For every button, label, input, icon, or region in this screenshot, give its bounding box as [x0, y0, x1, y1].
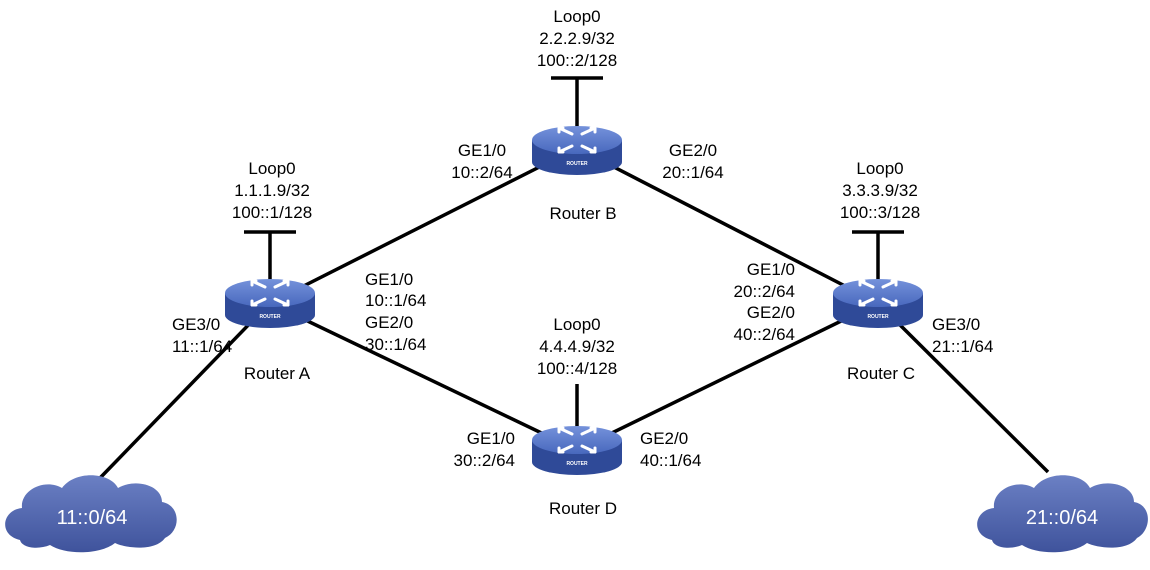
link-a-b: [269, 146, 578, 305]
router-a: ROUTER: [223, 277, 317, 330]
svg-text:4.4.4.9/32: 4.4.4.9/32: [539, 337, 615, 356]
router-badge: ROUTER: [259, 314, 281, 320]
interface-d-ge1: GE1/0 30::2/64: [454, 429, 515, 470]
svg-text:10::1/64: 10::1/64: [365, 291, 426, 310]
svg-text:GE3/0: GE3/0: [172, 315, 220, 334]
network-right-label: 21::0/64: [1026, 507, 1098, 529]
svg-text:100::2/128: 100::2/128: [537, 51, 617, 70]
network-left-label: 11::0/64: [57, 507, 128, 529]
router-icon: [223, 277, 317, 330]
svg-text:100::3/128: 100::3/128: [840, 203, 920, 222]
svg-text:30::2/64: 30::2/64: [454, 451, 515, 470]
router-d-name: Router D: [549, 499, 617, 518]
router-b-name: Router B: [549, 204, 616, 223]
svg-text:GE1/0: GE1/0: [747, 260, 795, 279]
svg-text:21::1/64: 21::1/64: [932, 337, 993, 356]
network-cloud-left: 11::0/64: [5, 475, 177, 553]
router-badge: ROUTER: [566, 161, 588, 167]
svg-text:GE2/0: GE2/0: [640, 429, 688, 448]
svg-text:GE3/0: GE3/0: [932, 315, 980, 334]
router-b: ROUTER: [530, 124, 624, 177]
cloud-icon: [977, 475, 1148, 553]
svg-text:Loop0: Loop0: [856, 159, 903, 178]
loopback-stubs: [244, 76, 904, 432]
interface-a-ge3: GE3/0 11::1/64: [172, 315, 232, 356]
link-d-c: [576, 301, 879, 452]
svg-text:Loop0: Loop0: [553, 7, 600, 26]
loopback-a-label: Loop0 1.1.1.9/32 100::1/128: [232, 159, 312, 222]
svg-text:11::1/64: 11::1/64: [172, 337, 232, 356]
links: [98, 146, 1050, 480]
svg-text:GE1/0: GE1/0: [467, 429, 515, 448]
svg-text:2.2.2.9/32: 2.2.2.9/32: [539, 29, 615, 48]
link-b-c: [576, 146, 879, 305]
svg-text:40::2/64: 40::2/64: [734, 325, 795, 344]
svg-text:100::1/128: 100::1/128: [232, 203, 312, 222]
router-a-name: Router A: [244, 364, 311, 383]
loopback-b-label: Loop0 2.2.2.9/32 100::2/128: [537, 7, 617, 70]
cloud-icon: [5, 475, 177, 553]
svg-text:Loop0: Loop0: [248, 159, 295, 178]
svg-text:GE2/0: GE2/0: [669, 141, 717, 160]
svg-text:GE2/0: GE2/0: [747, 303, 795, 322]
svg-text:40::1/64: 40::1/64: [640, 451, 701, 470]
svg-text:10::2/64: 10::2/64: [451, 163, 512, 182]
interface-b-ge1: GE1/0 10::2/64: [451, 141, 512, 182]
svg-text:Loop0: Loop0: [553, 315, 600, 334]
svg-text:20::1/64: 20::1/64: [662, 163, 723, 182]
network-cloud-right: 21::0/64: [977, 475, 1148, 553]
svg-text:GE2/0: GE2/0: [365, 313, 413, 332]
interface-b-ge2: GE2/0 20::1/64: [662, 141, 723, 182]
link-c-network-right: [888, 313, 1050, 474]
svg-text:100::4/128: 100::4/128: [537, 359, 617, 378]
svg-text:1.1.1.9/32: 1.1.1.9/32: [234, 181, 310, 200]
link-a-network-left: [98, 313, 260, 480]
svg-text:GE1/0: GE1/0: [365, 270, 413, 289]
loopback-c-label: Loop0 3.3.3.9/32 100::3/128: [840, 159, 920, 222]
router-icon: [530, 124, 624, 177]
loopback-d-label: Loop0 4.4.4.9/32 100::4/128: [537, 315, 617, 378]
router-icon: [831, 277, 925, 330]
svg-text:3.3.3.9/32: 3.3.3.9/32: [842, 181, 918, 200]
router-badge: ROUTER: [566, 461, 588, 467]
router-c-name: Router C: [847, 364, 915, 383]
interface-a-ge1-ge2: GE1/0 10::1/64 GE2/0 30::1/64: [365, 270, 426, 354]
svg-text:20::2/64: 20::2/64: [734, 282, 795, 301]
interface-c-ge1-ge2: GE1/0 20::2/64 GE2/0 40::2/64: [734, 260, 795, 344]
interface-d-ge2: GE2/0 40::1/64: [640, 429, 701, 470]
svg-text:30::1/64: 30::1/64: [365, 335, 426, 354]
interface-c-ge3: GE3/0 21::1/64: [932, 315, 993, 356]
router-badge: ROUTER: [867, 314, 889, 320]
svg-text:GE1/0: GE1/0: [458, 141, 506, 160]
router-c: ROUTER: [831, 277, 925, 330]
link-a-d: [269, 301, 578, 452]
router-d: ROUTER: [530, 424, 624, 477]
router-icon: [530, 424, 624, 477]
